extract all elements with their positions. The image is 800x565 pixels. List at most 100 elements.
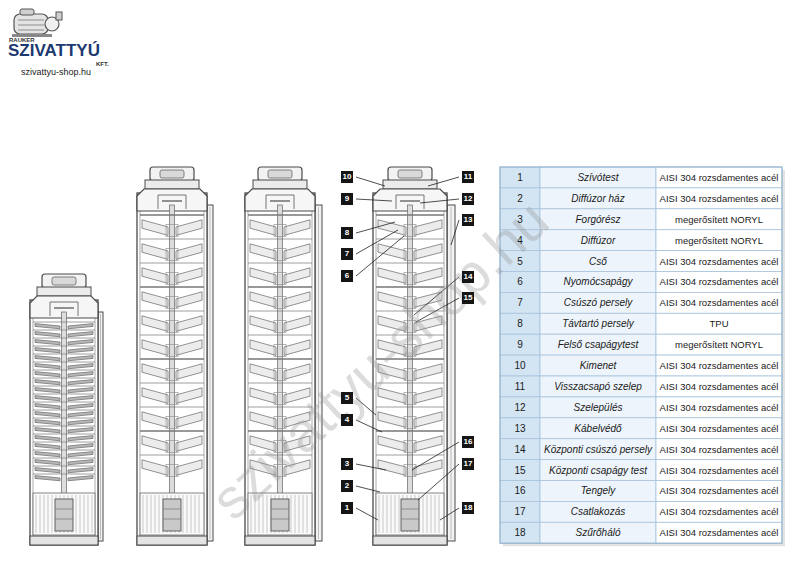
impeller-vane: [142, 460, 168, 476]
table-number: 8: [500, 313, 540, 334]
callout-number: 1: [341, 502, 353, 514]
impeller-vane: [176, 244, 202, 260]
outlet-flats: [37, 287, 91, 296]
impeller-vane: [250, 388, 276, 404]
impeller-hub: [274, 321, 286, 333]
pump-tube: [137, 193, 207, 545]
pump-base: [137, 536, 207, 545]
cell-text: AISI 304 rozsdamentes acél: [660, 485, 779, 496]
cell-text: 10: [514, 360, 525, 371]
part-material: AISI 304 rozsdamentes acél: [656, 292, 782, 313]
impeller-vane: [176, 436, 202, 452]
callout-number: 3: [341, 458, 353, 470]
impeller-hub: [166, 393, 178, 405]
cell-text: 7: [517, 297, 523, 308]
leader-line: [356, 236, 404, 276]
impeller-vane: [142, 340, 168, 356]
screen-slot: [36, 495, 37, 533]
part-material: AISI 304 rozsdamentes acél: [656, 501, 782, 522]
callout-number: 13: [462, 214, 474, 226]
cell-text: 11: [515, 381, 525, 392]
leader-line: [356, 508, 378, 520]
cell-text: AISI 304 rozsdamentes acél: [660, 172, 779, 183]
cell-text: 3: [517, 214, 523, 225]
impeller-vane: [35, 388, 60, 393]
impeller-vane: [250, 244, 276, 260]
callout-number: 5: [341, 392, 353, 404]
part-material: AISI 304 rozsdamentes acél: [656, 460, 782, 481]
impeller-vane: [35, 356, 60, 361]
stage-divider: [248, 239, 312, 240]
material-cell-bg: [656, 376, 782, 397]
impeller-vane: [68, 380, 93, 385]
table-number: 7: [500, 292, 540, 313]
impeller-hub: [404, 249, 416, 261]
cell-text: AISI 304 rozsdamentes acél: [660, 527, 779, 538]
impeller-hub: [404, 393, 416, 405]
impeller-vane: [284, 244, 310, 260]
outlet-flats: [383, 180, 437, 189]
part-name: Tengely: [540, 481, 656, 502]
impeller-hub: [404, 417, 416, 429]
table-number: 15: [500, 460, 540, 481]
screen-slot: [299, 495, 300, 533]
stage-divider: [33, 330, 95, 331]
intake-screen: [376, 493, 444, 535]
stage-divider: [248, 286, 312, 287]
cell-text: Szűrőháló: [575, 527, 620, 538]
screen-slot: [303, 495, 304, 533]
impeller-vane: [35, 332, 60, 337]
impeller-vane: [250, 340, 276, 356]
cable-guard-fold: [100, 314, 101, 539]
part-name: Szívótest: [540, 167, 656, 188]
screen-slot: [383, 495, 384, 533]
cell-text: Forgórész: [575, 214, 620, 225]
impeller-hub: [166, 249, 178, 261]
tube-inner-wall: [444, 195, 445, 543]
leader-line: [356, 464, 386, 470]
cell-text: AISI 304 rozsdamentes acél: [660, 506, 779, 517]
stage-divider: [248, 335, 312, 336]
pump-base: [30, 536, 98, 545]
impeller-vane: [176, 388, 202, 404]
cell-text: 13: [514, 423, 525, 434]
part-name: Szelepülés: [540, 397, 656, 418]
material-cell-bg: [656, 418, 782, 439]
impeller-vane: [68, 404, 93, 409]
part-name: Távtartó persely: [540, 313, 656, 334]
cell-text: Diffúzor: [581, 235, 615, 246]
leader-line: [356, 486, 380, 492]
name-cell-bg: [540, 272, 656, 293]
impeller-hub: [404, 225, 416, 237]
stage-divider: [376, 455, 444, 456]
impeller-vane: [35, 348, 60, 353]
impeller-hub: [404, 465, 416, 477]
number-cell-bg: [500, 522, 540, 543]
material-cell-bg: [656, 397, 782, 418]
pump-shaft: [170, 205, 175, 505]
number-cell-bg: [500, 292, 540, 313]
stage-divider: [376, 263, 444, 264]
stage-divider: [33, 338, 95, 339]
screen-slot: [431, 495, 432, 533]
table-number: 16: [500, 481, 540, 502]
impeller-vane: [35, 404, 60, 409]
impeller-vane: [414, 220, 442, 236]
impeller-hub: [166, 417, 178, 429]
outlet-flats: [145, 180, 199, 189]
cell-text: megerősített NORYL: [675, 235, 763, 246]
stage-divider: [33, 322, 95, 323]
pump-shaft: [62, 312, 67, 505]
cell-text: AISI 304 rozsdamentes acél: [660, 297, 779, 308]
part-material: AISI 304 rozsdamentes acél: [656, 481, 782, 502]
cell-text: 15: [514, 465, 525, 476]
stage-divider: [376, 430, 444, 431]
screen-slot: [80, 495, 81, 533]
cell-text: AISI 304 rozsdamentes acél: [660, 276, 779, 287]
impeller-vane: [142, 316, 168, 332]
stage-divider: [140, 383, 204, 384]
part-name: Cső: [540, 251, 656, 272]
name-cell-bg: [540, 418, 656, 439]
impeller-vane: [284, 316, 310, 332]
valve-seat: [162, 200, 182, 201]
